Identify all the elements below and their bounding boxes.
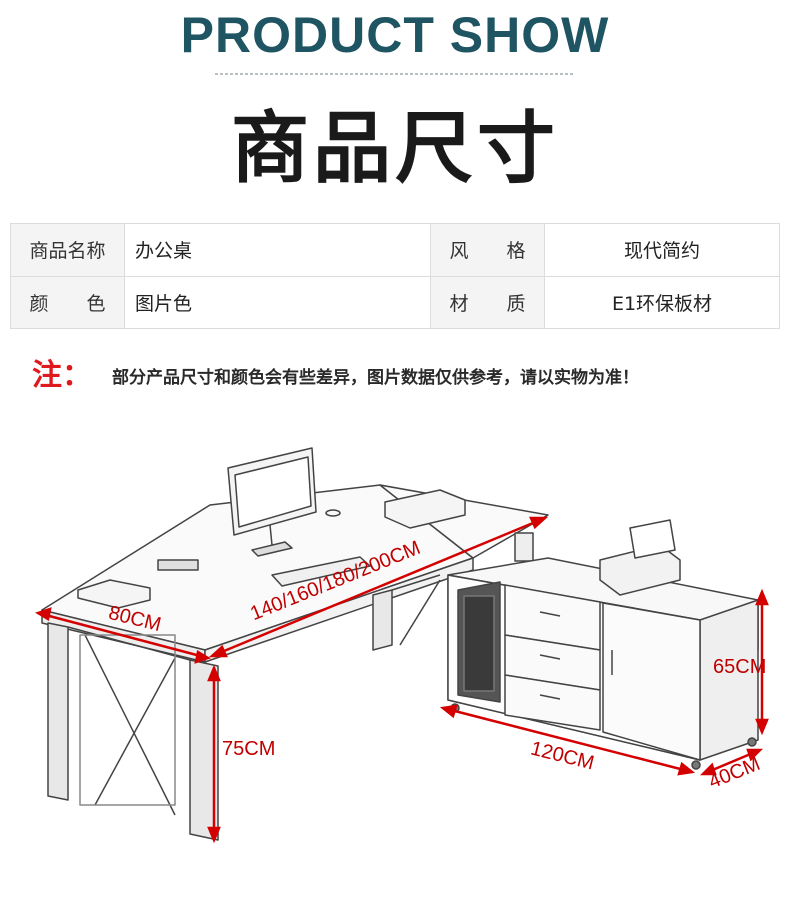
dimension-height-label: 75CM: [222, 738, 276, 760]
spec-value-material: E1环保板材: [544, 275, 780, 329]
desk-sketch: [35, 447, 769, 844]
spec-table: 商品名称 办公桌 风 格 现代简约 颜 色 图片色 材 质 E1环保板材: [10, 223, 780, 329]
table-row: 颜 色 图片色 材 质 E1环保板材: [10, 275, 780, 329]
notice-text: 部分产品尺寸和颜色会有些差异，图片数据仅供参考，请以实物为准！: [112, 368, 639, 388]
spec-label-color: 颜 色: [10, 275, 125, 329]
decorative-rule: [215, 73, 575, 75]
spec-value-style: 现代简约: [544, 223, 780, 277]
notice: 注： 部分产品尺寸和颜色会有些差异，图片数据仅供参考，请以实物为准！: [32, 350, 782, 393]
dimension-cabinet-height-label: 65CM: [713, 656, 767, 678]
page-title-english: PRODUCT SHOW: [180, 7, 610, 63]
notice-heading: 注：: [32, 358, 92, 393]
spec-label-material: 材 质: [430, 275, 545, 329]
spec-label-name: 商品名称: [10, 223, 125, 277]
spec-value-color: 图片色: [124, 275, 431, 329]
table-row: 商品名称 办公桌 风 格 现代简约: [10, 223, 780, 277]
page-title-chinese: 商品尺寸: [230, 103, 559, 194]
spec-label-style: 风 格: [430, 223, 545, 277]
spec-value-name: 办公桌: [124, 223, 431, 277]
